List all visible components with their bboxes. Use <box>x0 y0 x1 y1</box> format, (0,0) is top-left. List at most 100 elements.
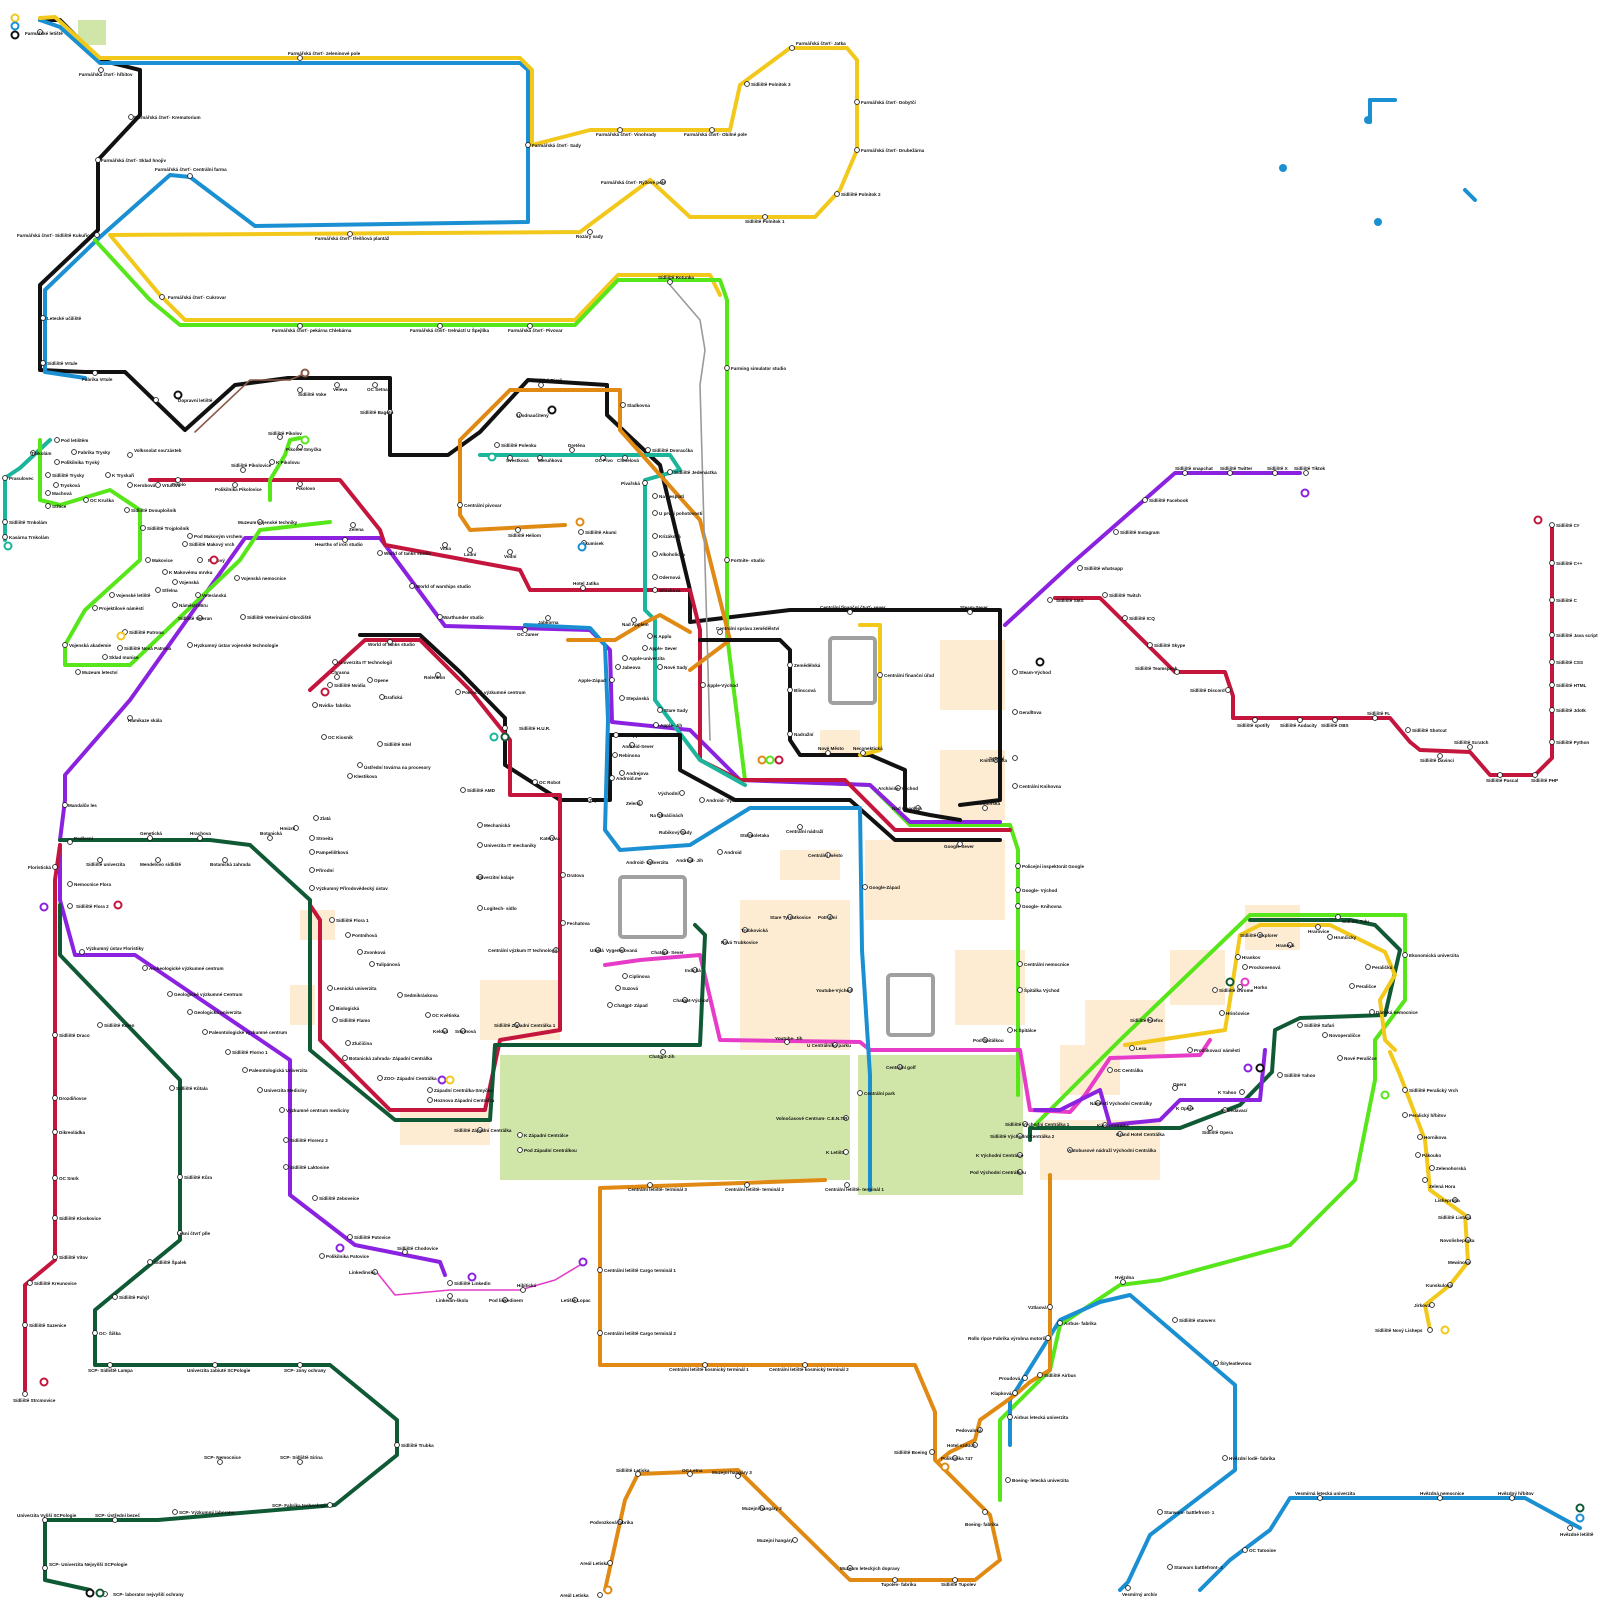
station-stop[interactable] <box>330 1006 335 1011</box>
station-stop[interactable] <box>1018 962 1023 967</box>
station-stop[interactable] <box>598 1593 603 1598</box>
station-stop[interactable] <box>1188 1048 1193 1053</box>
station-stop[interactable] <box>188 534 193 539</box>
station-stop[interactable] <box>426 1013 431 1018</box>
station-stop[interactable] <box>1058 1321 1063 1326</box>
station-stop[interactable] <box>1498 773 1503 778</box>
station-stop[interactable] <box>478 843 483 848</box>
station-stop[interactable] <box>198 558 203 563</box>
station-stop[interactable] <box>1430 1166 1435 1171</box>
station-stop[interactable] <box>129 115 134 120</box>
station-stop[interactable] <box>3 476 8 481</box>
station-stop[interactable] <box>95 233 100 238</box>
station-stop[interactable] <box>518 1148 523 1153</box>
station-stop[interactable] <box>516 528 521 533</box>
station-stop[interactable] <box>646 448 651 453</box>
station-stop[interactable] <box>314 816 319 821</box>
station-stop[interactable] <box>680 791 685 796</box>
station-stop[interactable] <box>170 1086 175 1091</box>
station-stop[interactable] <box>173 580 178 585</box>
station-stop[interactable] <box>243 1068 248 1073</box>
station-stop[interactable] <box>198 836 203 841</box>
station-stop[interactable] <box>320 1254 325 1259</box>
station-stop[interactable] <box>154 398 159 403</box>
station-stop[interactable] <box>1243 1548 1248 1553</box>
station-stop[interactable] <box>983 806 988 811</box>
station-stop[interactable] <box>1173 1318 1178 1323</box>
station-stop[interactable] <box>456 690 461 695</box>
station-stop[interactable] <box>1550 523 1555 528</box>
station-stop[interactable] <box>844 1150 849 1155</box>
station-stop[interactable] <box>790 46 795 51</box>
station-stop[interactable] <box>1423 1178 1428 1183</box>
station-stop[interactable] <box>46 504 51 509</box>
station-stop[interactable] <box>43 1566 48 1571</box>
station-stop[interactable] <box>3 535 8 540</box>
station-stop[interactable] <box>725 558 730 563</box>
station-stop[interactable] <box>700 798 705 803</box>
station-stop[interactable] <box>1016 904 1021 909</box>
station-stop[interactable] <box>1373 716 1378 721</box>
station-stop[interactable] <box>93 1331 98 1336</box>
station-stop[interactable] <box>561 873 566 878</box>
station-stop[interactable] <box>1406 728 1411 733</box>
station-stop[interactable] <box>1213 988 1218 993</box>
station-stop[interactable] <box>620 696 625 701</box>
station-stop[interactable] <box>533 780 538 785</box>
station-stop[interactable] <box>310 868 315 873</box>
station-stop[interactable] <box>96 158 101 163</box>
station-stop[interactable] <box>141 526 146 531</box>
station-stop[interactable] <box>620 771 625 776</box>
station-stop[interactable] <box>23 1323 28 1328</box>
station-stop[interactable] <box>1008 1028 1013 1033</box>
station-stop[interactable] <box>653 511 658 516</box>
station-stop[interactable] <box>173 603 178 608</box>
station-stop[interactable] <box>653 575 658 580</box>
station-stop[interactable] <box>310 850 315 855</box>
station-stop[interactable] <box>358 763 363 768</box>
station-stop[interactable] <box>1228 471 1233 476</box>
station-stop[interactable] <box>196 593 201 598</box>
station-stop[interactable] <box>788 688 793 693</box>
station-stop[interactable] <box>1048 1305 1053 1310</box>
station-stop[interactable] <box>1158 1510 1163 1515</box>
station-stop[interactable] <box>98 1023 103 1028</box>
station-stop[interactable] <box>878 673 883 678</box>
station-stop[interactable] <box>861 751 866 756</box>
station-stop[interactable] <box>1143 498 1148 503</box>
station-stop[interactable] <box>614 733 619 738</box>
station-stop[interactable] <box>1333 718 1338 723</box>
station-stop[interactable] <box>608 1003 613 1008</box>
station-stop[interactable] <box>203 1030 208 1035</box>
station-stop[interactable] <box>103 655 108 660</box>
station-stop[interactable] <box>1168 1565 1173 1570</box>
station-stop[interactable] <box>333 1018 338 1023</box>
station-stop[interactable] <box>1550 561 1555 566</box>
station-stop[interactable] <box>1338 1056 1343 1061</box>
station-stop[interactable] <box>298 1460 303 1465</box>
station-stop[interactable] <box>43 1518 48 1523</box>
station-stop[interactable] <box>3 520 8 525</box>
station-stop[interactable] <box>1130 1046 1135 1051</box>
station-stop[interactable] <box>346 933 351 938</box>
station-stop[interactable] <box>72 450 77 455</box>
station-stop[interactable] <box>1236 955 1241 960</box>
station-stop[interactable] <box>328 683 333 688</box>
station-stop[interactable] <box>653 588 658 593</box>
station-stop[interactable] <box>298 56 303 61</box>
station-stop[interactable] <box>55 460 60 465</box>
station-stop[interactable] <box>178 1175 183 1180</box>
station-stop[interactable] <box>113 1518 118 1523</box>
station-stop[interactable] <box>1550 633 1555 638</box>
station-stop[interactable] <box>280 1108 285 1113</box>
station-stop[interactable] <box>1550 598 1555 603</box>
station-stop[interactable] <box>188 643 193 648</box>
station-stop[interactable] <box>448 1281 453 1286</box>
station-stop[interactable] <box>1416 1153 1421 1158</box>
station-stop[interactable] <box>284 1138 289 1143</box>
station-stop[interactable] <box>863 885 868 890</box>
station-stop[interactable] <box>428 1098 433 1103</box>
station-stop[interactable] <box>616 986 621 991</box>
station-stop[interactable] <box>1243 965 1248 970</box>
station-stop[interactable] <box>148 836 153 841</box>
